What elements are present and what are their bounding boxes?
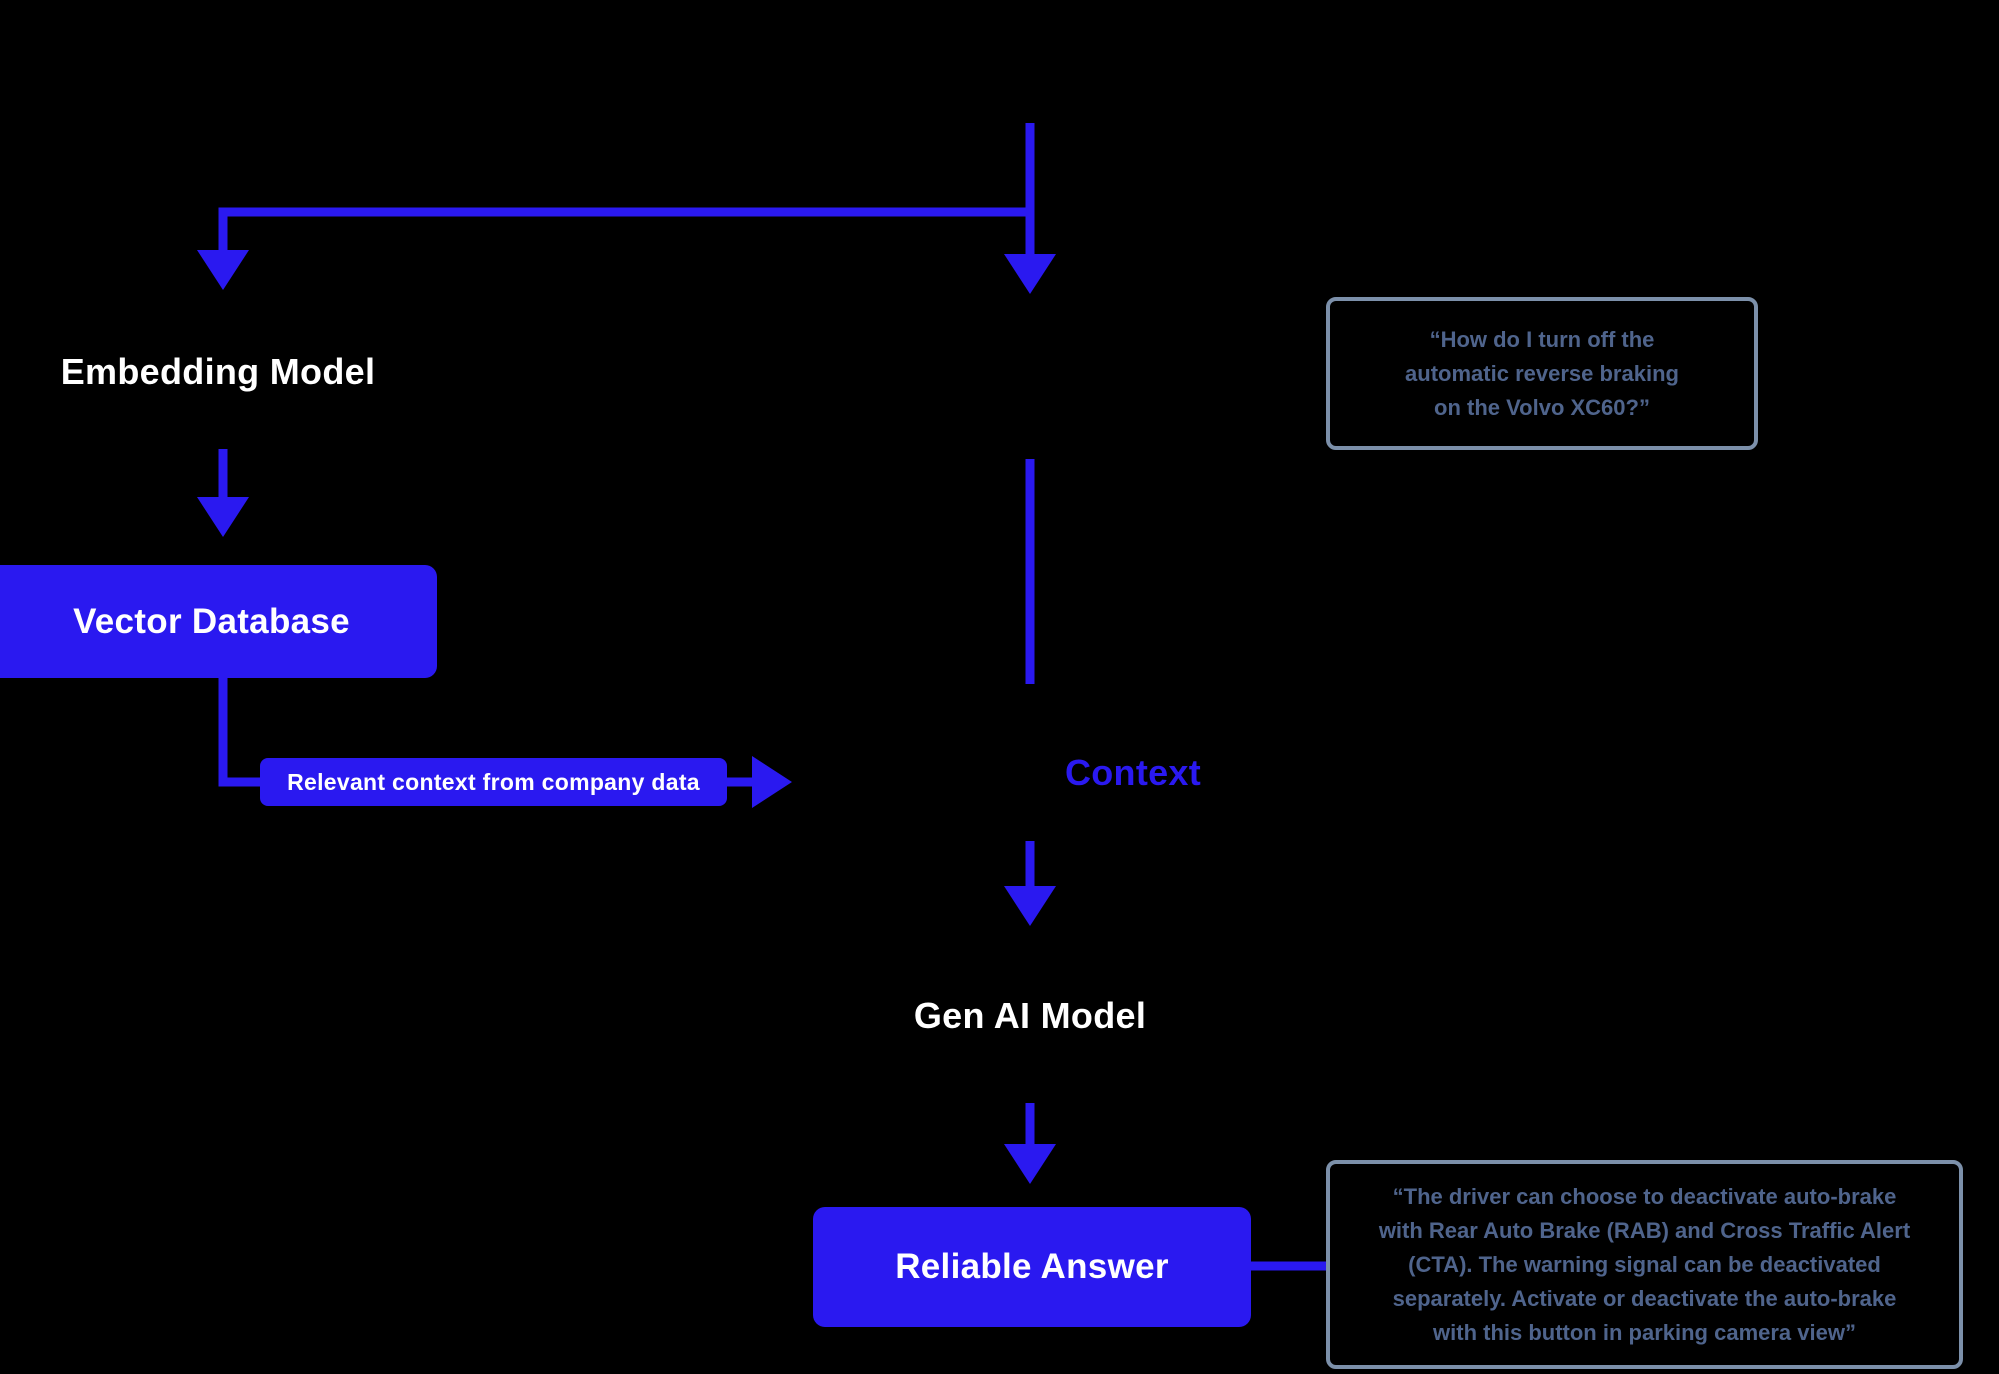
quote-line: “How do I turn off the [1429, 326, 1655, 352]
embedding-to-vectordb-arrow [197, 449, 249, 537]
down-arrowhead-icon [1004, 886, 1056, 926]
genai-to-answer-arrow [1004, 1103, 1056, 1184]
quote-line: automatic reverse braking [1405, 360, 1679, 386]
model-answer-quote: “The driver can choose to deactivate aut… [1326, 1160, 1963, 1369]
relevant-context-arrow [727, 756, 792, 808]
user-question-quote: “How do I turn off the automatic reverse… [1326, 297, 1758, 450]
context-to-genai-arrow [1004, 841, 1056, 926]
quote-line: “The driver can choose to deactivate aut… [1392, 1183, 1897, 1209]
down-arrowhead-icon [197, 497, 249, 537]
down-arrowhead-icon [1004, 254, 1056, 294]
embedding-model-label: Embedding Model [60, 351, 376, 392]
quote-line: with Rear Auto Brake (RAB) and Cross Tra… [1378, 1217, 1911, 1243]
quote-line: (CTA). The warning signal can be deactiv… [1408, 1251, 1881, 1277]
vector-database-label: Vector Database [73, 601, 350, 641]
context-label: Context [1064, 752, 1202, 793]
down-arrowhead-icon [1004, 1144, 1056, 1184]
reliable-answer-node: Reliable Answer [813, 1207, 1251, 1327]
quote-line: with this button in parking camera view” [1433, 1319, 1856, 1345]
relevant-context-pill: Relevant context from company data [260, 758, 727, 806]
reliable-answer-label: Reliable Answer [895, 1247, 1169, 1286]
vector-database-node: Vector Database [0, 565, 437, 678]
vectordb-output-line [218, 678, 264, 787]
right-arrowhead-icon [752, 756, 792, 808]
user-query-arrow [1004, 123, 1056, 294]
quote-line: on the Volvo XC60?” [1434, 394, 1650, 420]
down-arrowhead-icon [197, 250, 249, 290]
branch-to-embedding-arrow [197, 207, 1030, 290]
relevant-context-label: Relevant context from company data [287, 768, 700, 795]
quote-line: separately. Activate or deactivate the a… [1392, 1285, 1897, 1311]
gen-ai-model-label: Gen AI Model [913, 995, 1147, 1036]
